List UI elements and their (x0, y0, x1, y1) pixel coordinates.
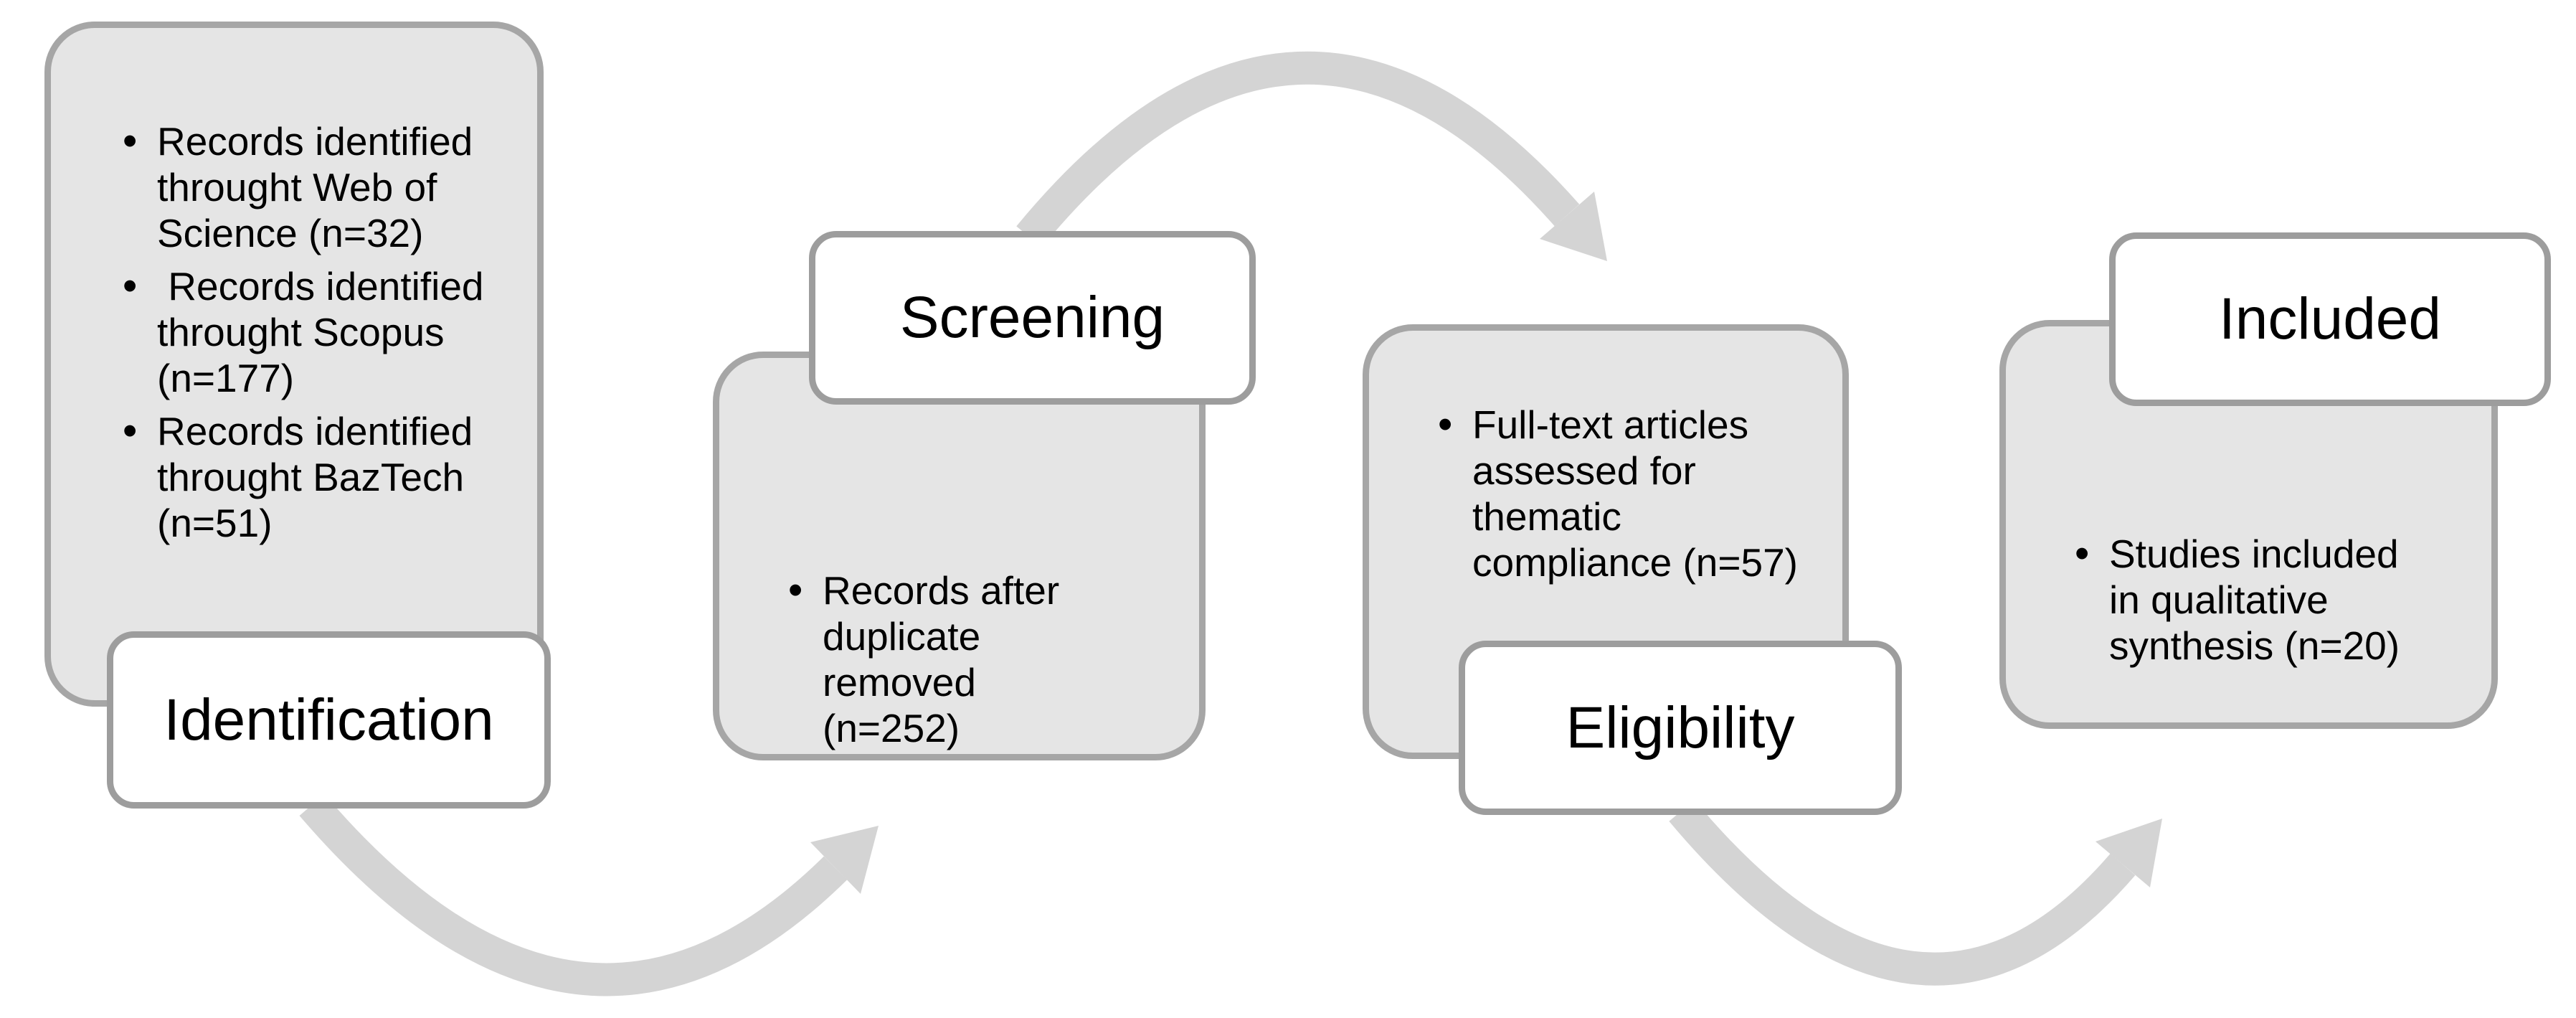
arrow-screening-to-eligibility-arrowhead (1540, 192, 1607, 261)
stage-label: Identification (164, 687, 494, 753)
identification-records-box: • Records identified throught Web of Sci… (44, 22, 544, 707)
stage-label: Screening (899, 285, 1165, 350)
screening-records-box: • Records after duplicate removed (n=252… (713, 352, 1206, 760)
list-item: • Records identified throught BazTech (n… (123, 408, 523, 546)
bullet-icon: • (123, 263, 138, 309)
bullet-icon: • (788, 567, 803, 613)
bullet-text: Records after duplicate removed (n=252) (823, 568, 1060, 750)
bullet-icon: • (123, 118, 138, 164)
screening-label-box: Screening (809, 231, 1256, 405)
bullet-icon: • (1438, 401, 1453, 448)
stage-label: Included (2218, 286, 2442, 352)
bullet-icon: • (2075, 530, 2090, 577)
list-item: • Studies included in qualitative synthe… (2075, 531, 2480, 669)
list-item: • Records after duplicate removed (n=252… (788, 567, 1188, 751)
arrow-identification-to-screening-shaft (299, 794, 848, 996)
arrow-screening-to-eligibility (1016, 51, 1607, 261)
list-item: • Records identified throught Scopus (n=… (123, 263, 523, 401)
arrow-screening-to-eligibility-shaft (1016, 51, 1580, 248)
identification-label-box: Identification (107, 631, 551, 809)
bullet-text: Records identified throught Scopus (n=17… (157, 264, 484, 400)
arrow-identification-to-screening (299, 794, 879, 996)
included-label-box: Included (2109, 232, 2551, 406)
bullet-text: Records identified throught BazTech (n=5… (157, 409, 473, 545)
list-item: • Full-text articles assessed for themat… (1438, 402, 1831, 585)
arrow-eligibility-to-included (1669, 800, 2162, 986)
bullet-text: Studies included in qualitative synthesi… (2109, 532, 2400, 668)
bullet-icon: • (123, 407, 138, 454)
eligibility-label-box: Eligibility (1459, 641, 1902, 815)
bullet-text: Records identified throught Web of Scien… (157, 119, 473, 255)
arrow-eligibility-to-included-shaft (1669, 800, 2136, 986)
bullet-text: Full-text articles assessed for thematic… (1472, 402, 1798, 585)
stage-label: Eligibility (1566, 694, 1795, 760)
list-item: • Records identified throught Web of Sci… (123, 118, 523, 256)
arrow-identification-to-screening-arrowhead (810, 826, 879, 894)
arrow-eligibility-to-included-arrowhead (2096, 819, 2162, 887)
